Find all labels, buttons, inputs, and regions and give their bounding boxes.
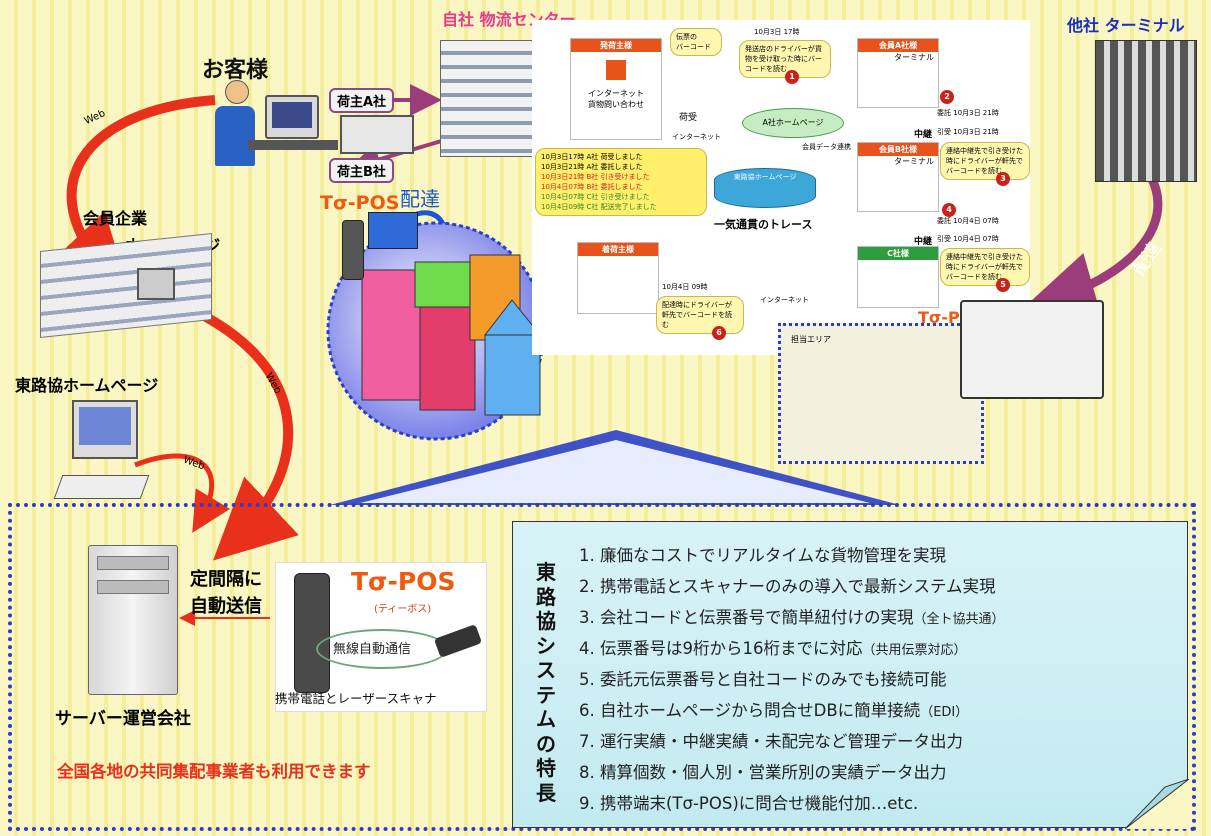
member-b-box: 会員B社様 ターミナル bbox=[857, 142, 939, 212]
c-company-box: C社様 bbox=[857, 246, 939, 308]
step-4-marker: 4 bbox=[942, 203, 956, 217]
internet-label-2: インターネット bbox=[760, 296, 809, 304]
toroukyo-computer-icon bbox=[72, 400, 138, 459]
periodic-send-1: 定間隔に bbox=[190, 569, 262, 590]
periodic-send-2: 自動送信 bbox=[190, 596, 262, 617]
origin-shipper-box: 発荷主様 インターネット 貨物問い合わせ bbox=[570, 38, 662, 140]
member-a-box: 会員A社様 ターミナル bbox=[857, 38, 939, 108]
relay-1: 中継 bbox=[914, 130, 933, 140]
step-3-marker: 3 bbox=[996, 172, 1010, 186]
feature-item-4: 4. 伝票番号は9桁から16桁までに対応（共用伝票対応） bbox=[579, 639, 967, 658]
topos-brand: Tσ-POS bbox=[351, 567, 456, 596]
feature-item-5: 5. 委託元伝票番号と自社コードのみでも接続可能 bbox=[579, 670, 947, 689]
step-1-marker: 1 bbox=[785, 70, 799, 84]
desk bbox=[248, 140, 338, 150]
toroukyo-homepage-label: 東路協ホームページ bbox=[15, 376, 159, 395]
feature-item-7: 7. 運行実績・中継実績・未配完など管理データ出力 bbox=[579, 732, 963, 751]
server-tower-icon bbox=[88, 545, 178, 695]
nationwide-label: 全国各地の共同集配事業者も利用できます bbox=[57, 762, 371, 781]
keyboard-icon bbox=[53, 475, 150, 499]
topos-reading: (ティーボス) bbox=[374, 604, 432, 615]
shipper-a-tag: 荷主A社 bbox=[329, 88, 395, 113]
relay-2: 中継 bbox=[914, 237, 933, 247]
member-company-building bbox=[40, 232, 212, 339]
pickup-label: 荷受 bbox=[679, 113, 698, 123]
terminal-building bbox=[1095, 40, 1197, 182]
logistics-center-building bbox=[440, 40, 537, 157]
system-features-title: 東路協システムの特長 bbox=[536, 560, 556, 805]
feature-item-9: 9. 携帯端末(Tσ-POS)に問合せ機能付加…etc. bbox=[579, 794, 919, 813]
bubble-6: 配達時にドライバーが軒先でバーコードを読む bbox=[656, 296, 744, 334]
consign-2: 委託 10月4日 07時 bbox=[937, 217, 999, 225]
feature-item-3: 3. 会社コードと伝票番号で簡単紐付けの実現（全ト協共通） bbox=[579, 608, 1005, 627]
feature-item-1: 1. 廉価なコストでリアルタイムな貨物管理を実現 bbox=[579, 546, 946, 565]
device-caption: 携帯電話とレーザースキャナ bbox=[275, 691, 437, 706]
customer-computer-icon bbox=[265, 95, 319, 139]
scanner-icon bbox=[433, 624, 483, 658]
topos-label-center: Tσ-POS bbox=[320, 192, 400, 214]
shipper-b-tag: 荷主B社 bbox=[329, 158, 394, 183]
step-2-marker: 2 bbox=[940, 90, 954, 104]
feature-item-2: 2. 携帯電話とスキャナーのみの導入で最新システム実現 bbox=[579, 577, 996, 596]
consign-1: 委託 10月3日 21時 bbox=[937, 109, 999, 117]
area-label: 担当エリア bbox=[791, 335, 831, 344]
white-truck-icon bbox=[960, 300, 1104, 399]
feature-item-8: 8. 精算個数・個人別・営業所別の実績データ出力 bbox=[579, 763, 947, 782]
bubble-3: 連絡中継先で引き受けた時にドライバーが軒先でバーコードを読む bbox=[940, 142, 1030, 180]
page-curl bbox=[1125, 779, 1189, 829]
takeover-1: 引受 10月3日 21時 bbox=[937, 128, 999, 136]
slip-barcode-bubble: 伝票のバーコード bbox=[670, 28, 722, 56]
delivery-area-box: 担当エリア bbox=[778, 323, 984, 464]
origin-building-icon bbox=[606, 60, 626, 80]
step-5-marker: 5 bbox=[996, 278, 1010, 292]
member-company-label: 会員企業 bbox=[83, 209, 148, 228]
delivery-label-center: 配達 bbox=[400, 187, 440, 211]
server-company-label: サーバー運営会社 bbox=[55, 709, 191, 729]
takeover-2: 引受 10月4日 07時 bbox=[937, 235, 999, 243]
time-receiver: 10月4日 09時 bbox=[662, 283, 708, 291]
a-homepage-box: A社ホームページ bbox=[742, 108, 844, 138]
terminal-title: 他社 ターミナル bbox=[1067, 16, 1185, 35]
step-6-marker: 6 bbox=[712, 326, 726, 340]
features-box: 東路協システムの特長 1. 廉価なコストでリアルタイムな貨物管理を実現 2. 携… bbox=[512, 521, 1189, 829]
wireless-label: 無線自動通信 bbox=[333, 642, 412, 657]
phone-device-icon bbox=[294, 573, 330, 693]
bubble-5: 連絡中継先で引き受けた時にドライバーが軒先でバーコードを読む bbox=[940, 248, 1030, 286]
blue-truck-icon bbox=[368, 212, 418, 249]
tracking-flow-diagram: 発荷主様 インターネット 貨物問い合わせ 伝票のバーコード 10月3日 17時 … bbox=[532, 20, 1030, 355]
time-top: 10月3日 17時 bbox=[754, 28, 800, 36]
customer-label: お客様 bbox=[202, 58, 269, 83]
truck-icon bbox=[340, 115, 414, 154]
bubble-1: 発送店のドライバーが貨物を受け取った時にバーコードを読む bbox=[739, 40, 831, 78]
trace-label: 一気通貫のトレース bbox=[714, 218, 813, 231]
bottom-panel bbox=[8, 503, 1196, 831]
member-computer-icon bbox=[137, 268, 175, 300]
feature-item-6: 6. 自社ホームページから問合せDBに簡単接続（EDI） bbox=[579, 701, 969, 720]
internet-label-1: インターネット bbox=[672, 133, 721, 141]
toroukyo-hp-db: 東路協ホームページ bbox=[714, 168, 816, 208]
receiver-box: 着荷主様 bbox=[577, 242, 659, 314]
customer-person-icon bbox=[215, 80, 255, 175]
phone-icon bbox=[342, 220, 364, 280]
device-card: Tσ-POS (ティーボス) 無線自動通信 bbox=[275, 562, 487, 712]
member-data-link: 会員データ連携 bbox=[802, 143, 851, 151]
